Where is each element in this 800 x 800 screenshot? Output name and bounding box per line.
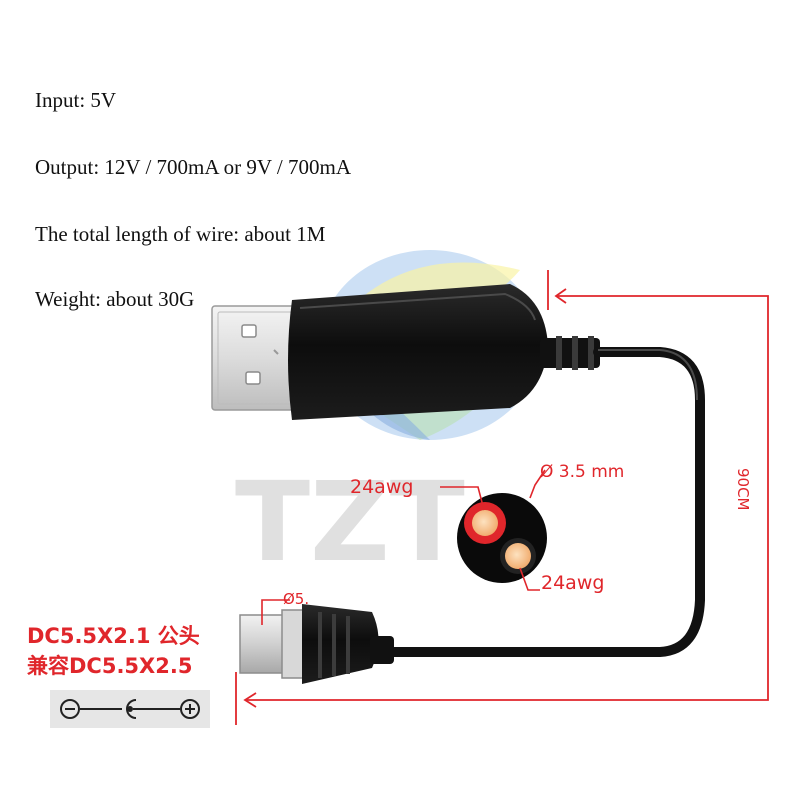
cable [385, 347, 705, 657]
polarity-symbol [50, 690, 210, 728]
spec-weight: Weight: about 30G [35, 287, 195, 311]
spec-input: Input: 5V [35, 88, 117, 112]
annotation-leaders [261, 469, 546, 625]
usb-housing [288, 284, 548, 420]
length-dimension [235, 270, 769, 725]
gauge-label-top: 24awg [350, 476, 414, 498]
spec-length: The total length of wire: about 1M [35, 222, 326, 246]
gauge-label-bottom: 24awg [541, 572, 605, 594]
connector-label-line1: DC5.5X2.1 公头 [27, 624, 200, 648]
connector-label-line2: 兼容DC5.5X2.5 [27, 654, 193, 678]
plug-diameter-label: Ø5. [283, 590, 310, 608]
dc-plug [239, 604, 394, 684]
cable-length-label: 90CM [734, 468, 752, 511]
watermark-text: TZT [235, 458, 465, 586]
spec-output: Output: 12V / 700mA or 9V / 700mA [35, 155, 351, 179]
cable-cross-section [457, 493, 547, 583]
watermark-text-value: TZT [235, 458, 465, 586]
strain-relief-usb [540, 336, 600, 370]
cable-diameter-label: Ø 3.5 mm [540, 462, 625, 482]
